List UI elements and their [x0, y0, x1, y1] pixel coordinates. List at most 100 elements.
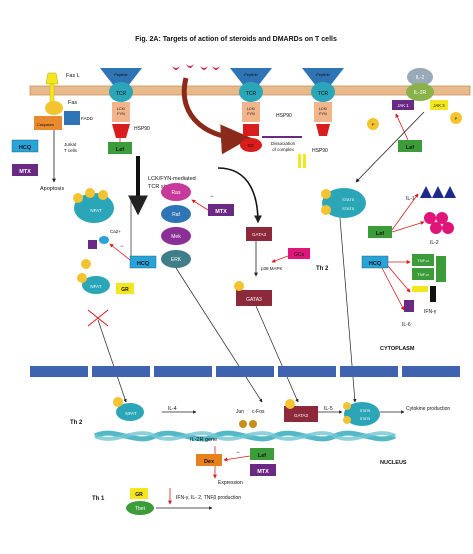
il5-label: IL-5 — [324, 406, 333, 412]
gata3-label-1: GATA3 — [252, 232, 267, 237]
il4-label: IL-4 — [168, 406, 177, 412]
lck-fyn-3 — [314, 102, 332, 122]
erk-to-jun-arrow — [175, 267, 263, 403]
lck-fyn-2 — [242, 102, 260, 122]
calcineurin-node — [99, 236, 109, 244]
hcq-fas-label: HCQ — [19, 145, 32, 151]
nfat-to-nucleus-arrow — [97, 319, 127, 403]
lef-nuc — [250, 448, 274, 460]
gata3-p — [234, 281, 244, 291]
hsp90-label-1: HSP90 — [134, 126, 150, 132]
il6-label: IL-6 — [402, 322, 411, 328]
hcq-nfat-inhibit — [109, 243, 131, 261]
apoptosis-label: Apoptosis — [40, 186, 64, 192]
th2-label-nuc: Th 2 — [70, 420, 83, 426]
gc-dot-3 — [316, 124, 330, 136]
gr-th1-label: GR — [135, 492, 143, 498]
hcq-ifn-arrow — [387, 265, 411, 293]
stat5-p2 — [321, 205, 331, 215]
stat5-node — [322, 188, 366, 218]
hcq-nfat-label: HCQ — [137, 261, 150, 267]
jak3-label: JAK 3 — [433, 103, 445, 108]
phospho-jak3 — [450, 112, 462, 124]
raf-label: Raf — [172, 212, 180, 218]
lef-right — [368, 226, 392, 238]
figure-title: Fig. 2A: Targets of action of steroids a… — [135, 36, 337, 43]
stat5-nuc-label-2: STAT5 — [360, 417, 370, 421]
tnfa-label-1: TNF-α — [417, 258, 429, 263]
purple-square — [88, 240, 97, 249]
lck-fyn-3-label: LCK/FYN — [319, 107, 328, 116]
tcr-to-gata3-arrow — [217, 167, 262, 224]
cfos-dot — [249, 420, 257, 428]
expression-label: Expression — [218, 480, 243, 486]
lef-jak-label: Lef — [406, 145, 414, 151]
peptide-3 — [302, 68, 344, 86]
fadd-label: FADD — [81, 116, 94, 121]
stat5-label-1: STAT5 — [342, 197, 355, 202]
th1-production-label: IFN-γ, IL- 2, TNFβ production — [176, 495, 241, 501]
nfat-cluster — [74, 193, 114, 223]
phospho-jak1-label: P — [372, 122, 375, 127]
gata3-node-2 — [236, 290, 272, 306]
il2-blob-2 — [436, 212, 448, 224]
ras-label: Ras — [172, 190, 181, 196]
il2r-receptor — [406, 83, 434, 101]
hsp90-bar-2 — [303, 154, 306, 168]
dex-label: Dex — [204, 459, 215, 465]
tcr-complex-2: Peptide TCR LCK/FYN GC HSP90 — [230, 68, 292, 152]
peptide-2 — [230, 68, 272, 86]
mek-node — [161, 227, 191, 245]
stat5-nuc-label-1: STAT5 — [360, 409, 370, 413]
hcq-nfat-minus: − — [120, 244, 124, 250]
stat5-p1 — [321, 189, 331, 199]
jak3-box — [430, 100, 448, 110]
fasl-stem — [49, 83, 55, 103]
nfat-p1 — [73, 193, 83, 203]
erk-node — [161, 250, 191, 268]
tcr-3 — [311, 82, 335, 102]
gc-ligand-3 — [200, 66, 208, 70]
stat5-label-2: STAT5 — [342, 206, 355, 211]
hcq-nfat — [129, 255, 157, 269]
mtx-mapk-label: MTX — [215, 209, 227, 215]
tcr-3-label: TCR — [318, 91, 329, 97]
gc-entry-arrow — [181, 77, 251, 155]
nfat-label-1: NFAT — [90, 208, 101, 213]
gc-bound — [240, 138, 262, 152]
ifng-shape-2 — [430, 286, 436, 302]
lef-tcr — [108, 142, 132, 154]
nfat-p4 — [81, 259, 91, 269]
gata3-nuc — [284, 406, 318, 422]
tbet-label: Tbet — [135, 506, 146, 512]
fasl-label: Fas L — [66, 73, 80, 79]
peptide-1-label: Peptide — [114, 72, 128, 77]
peptide-3-label: Peptide — [316, 72, 330, 77]
jak-to-stat-arrow — [355, 111, 425, 183]
gcs-box — [288, 248, 310, 259]
lef-right-label: Lef — [376, 231, 384, 237]
gr-nfat — [116, 283, 134, 294]
il2-ligand — [407, 68, 433, 86]
hsp90-label-3: HSP90 — [312, 148, 328, 154]
stat5-nuc-p2 — [343, 416, 351, 424]
il1-label: IL-1 — [406, 196, 415, 202]
nfat-x-2 — [87, 309, 109, 327]
gc-ligand-4 — [212, 66, 220, 70]
lef-nuc-label: Lef — [258, 453, 266, 459]
tcr-2 — [239, 82, 263, 102]
il2-blob-3 — [430, 222, 442, 234]
hcq-fas — [11, 139, 39, 153]
hcq-il6-arrow — [381, 267, 405, 311]
stat5-nuc — [344, 402, 380, 426]
cytoplasm-label: CYTOPLASM — [380, 346, 415, 352]
mtx-mapk-inhibit — [191, 199, 209, 211]
tbet-node — [126, 501, 154, 515]
tcr-complex-3: Peptide TCR LCK/FYN HSP90 — [302, 68, 344, 154]
th2-label-cyto: Th 2 — [316, 266, 329, 272]
cfos-label: c-Fos — [252, 409, 265, 415]
il2-out-label: IL-2 — [430, 240, 439, 246]
lck-fyn-1-label: LCK/FYN — [117, 107, 126, 116]
jun-label: Jun — [236, 409, 244, 415]
